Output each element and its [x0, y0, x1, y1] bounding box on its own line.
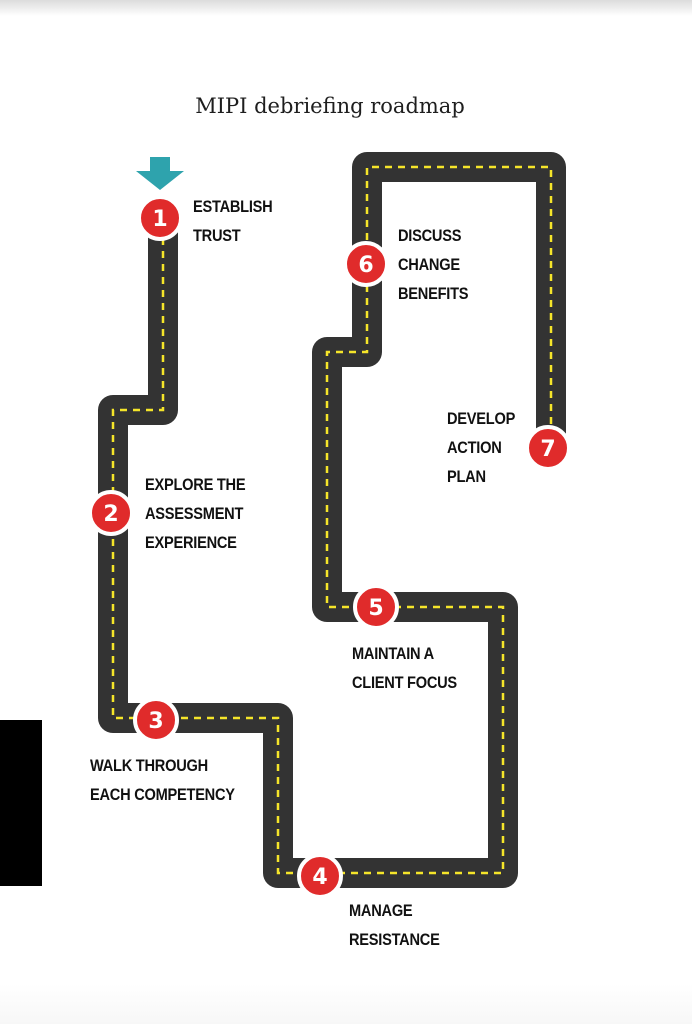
bottom-shadow	[0, 984, 692, 1024]
step-number: 7	[540, 437, 555, 462]
label-line: WALK THROUGH	[90, 756, 208, 775]
step-3-label: WALK THROUGH EACH COMPETENCY	[90, 751, 235, 809]
label-line: BENEFITS	[398, 284, 469, 303]
label-line: PLAN	[447, 467, 486, 486]
label-line: ACTION	[447, 438, 502, 457]
step-marker-circle	[353, 584, 399, 630]
label-line: DISCUSS	[398, 226, 462, 245]
label-line: CHANGE	[398, 255, 460, 274]
step-number: 2	[103, 502, 118, 527]
top-shadow	[0, 0, 692, 16]
label-line: EXPLORE THE	[145, 475, 246, 494]
step-7-label: DEVELOP ACTION PLAN	[447, 404, 515, 491]
step-number: 3	[148, 709, 163, 734]
road-center-line	[111, 165, 553, 875]
step-5-label: MAINTAIN A CLIENT FOCUS	[352, 639, 457, 697]
step-5-marker: 5	[353, 584, 399, 630]
step-2-marker: 2	[88, 490, 134, 536]
label-line: CLIENT FOCUS	[352, 673, 457, 692]
step-2-label: EXPLORE THE ASSESSMENT EXPERIENCE	[145, 470, 246, 557]
down-arrow-icon	[136, 157, 184, 190]
step-3-marker: 3	[133, 697, 179, 743]
step-marker-circle	[133, 697, 179, 743]
step-number: 1	[152, 207, 167, 232]
step-4-label: MANAGE RESISTANCE	[349, 896, 440, 954]
label-line: MAINTAIN A	[352, 644, 434, 663]
label-line: DEVELOP	[447, 409, 516, 428]
step-marker-circle	[137, 195, 183, 241]
step-4-marker: 4	[297, 853, 343, 899]
step-marker-circle	[88, 490, 134, 536]
step-marker-circle	[343, 241, 389, 287]
step-6-label: DISCUSS CHANGE BENEFITS	[398, 221, 468, 308]
step-marker-circle	[297, 853, 343, 899]
page-title: MIPI debriefing roadmap	[195, 94, 465, 118]
label-line: EACH COMPETENCY	[90, 785, 235, 804]
step-6-marker: 6	[343, 241, 389, 287]
label-line: EXPERIENCE	[145, 533, 237, 552]
step-number: 4	[312, 865, 327, 890]
label-line: RESISTANCE	[349, 930, 440, 949]
label-line: ASSESSMENT	[145, 504, 244, 523]
step-number: 6	[358, 253, 373, 278]
black-side-bar	[0, 720, 42, 886]
step-7-marker: 7	[525, 425, 571, 471]
step-number: 5	[368, 596, 383, 621]
label-line: MANAGE	[349, 901, 413, 920]
step-1-label: ESTABLISH TRUST	[193, 192, 273, 250]
step-1-marker: 1	[137, 195, 183, 241]
label-line: ESTABLISH	[193, 197, 273, 216]
label-line: TRUST	[193, 226, 241, 245]
step-marker-circle	[525, 425, 571, 471]
